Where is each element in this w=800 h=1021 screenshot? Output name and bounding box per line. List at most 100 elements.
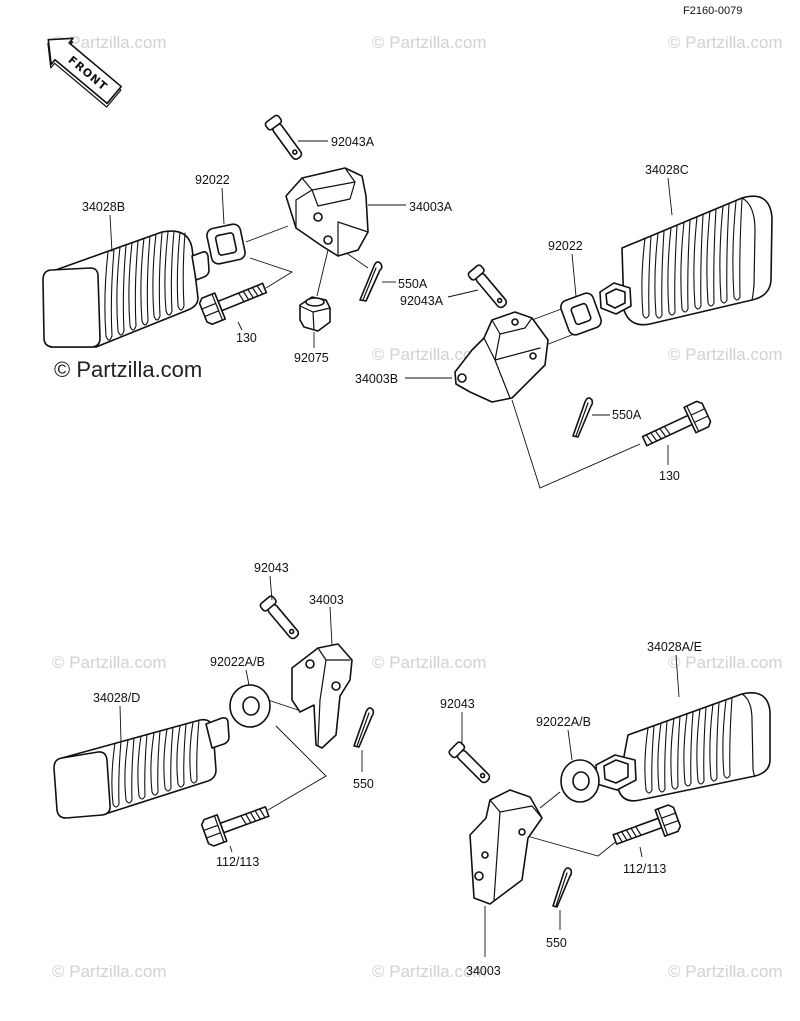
watermark: © Partzilla.com — [668, 962, 783, 981]
bracket-hole — [481, 851, 489, 859]
bolt-head-facets — [203, 815, 225, 843]
part-number-label: 34028/D — [93, 691, 140, 705]
footpeg-rib — [137, 733, 148, 800]
bracket — [291, 643, 353, 749]
pin-hole — [288, 628, 295, 635]
watermark: © Partzilla.com — [668, 653, 783, 672]
pin-shaft — [456, 749, 491, 784]
pin-shaft — [272, 123, 303, 160]
cotter-pin — [572, 397, 594, 438]
washer-inner — [214, 232, 238, 256]
footpeg-rib — [189, 719, 200, 784]
part-number-label: 92043 — [254, 561, 289, 575]
footpeg-rib — [124, 737, 135, 804]
footpeg-body — [621, 195, 773, 326]
bolt-head-facets — [657, 808, 679, 836]
footpeg-rib — [683, 711, 694, 787]
washer — [229, 684, 271, 728]
pin-head — [467, 264, 485, 281]
watermark: © Partzilla.com — [54, 357, 202, 382]
bracket-body — [454, 311, 549, 403]
part-number-label: 34003 — [309, 593, 344, 607]
pin-head — [264, 114, 283, 131]
footpeg-end-curve — [741, 197, 756, 301]
footpeg — [599, 195, 773, 326]
bracket-hole — [518, 828, 526, 836]
washer — [560, 759, 600, 803]
leader-line — [109, 214, 113, 253]
cotter-pin-split — [356, 712, 370, 747]
bracket — [454, 311, 549, 403]
bracket-hole — [313, 212, 323, 222]
diagram-code: F2160-0079 — [683, 5, 742, 17]
part-number-label: 550 — [353, 777, 374, 791]
footpeg-rib — [706, 208, 717, 307]
footpeg-body — [617, 692, 771, 802]
bracket-hole — [323, 235, 333, 245]
bracket-hole — [474, 871, 484, 881]
front-arrow-shape — [47, 37, 123, 105]
footpeg-end-curve — [741, 693, 756, 777]
part-number-label: 130 — [659, 469, 680, 483]
watermark: © Partzilla.com — [372, 33, 487, 52]
nut-facets — [299, 305, 331, 331]
leader-line — [447, 289, 479, 298]
watermarks: © Partzilla.com © Partzilla.com © Partzi… — [52, 33, 783, 981]
assembly-line — [267, 725, 327, 811]
part-number-label: 34028B — [82, 200, 125, 214]
assembly-line — [316, 249, 329, 297]
bolt-threads — [237, 285, 264, 303]
cotter-pin — [353, 707, 375, 748]
footpeg-rib — [644, 725, 655, 794]
footpeg-rib — [104, 249, 115, 341]
cotter-pin — [552, 867, 573, 908]
footpeg-end-cap — [42, 267, 101, 348]
leader-line — [269, 575, 273, 601]
bolt-threads — [240, 808, 266, 826]
part-number-label: 92022 — [548, 239, 583, 253]
watermark: © Partzilla.com — [372, 962, 487, 981]
footpeg — [595, 692, 771, 802]
leader-line — [567, 729, 573, 761]
cotter-pin-split — [362, 267, 377, 301]
clevis-pin — [259, 595, 300, 640]
lower-right-assembly: 34028A/E 92043 92022A/B 112/113 550 3400… — [440, 640, 771, 978]
bolt-threads — [616, 825, 642, 843]
bolt-threads — [645, 425, 671, 444]
bracket-slot — [311, 181, 356, 207]
bolt — [612, 804, 682, 845]
bolt — [200, 806, 270, 847]
footpeg-rib — [667, 225, 678, 316]
footpeg-rib — [722, 697, 733, 779]
assembly-line — [539, 791, 561, 809]
leader-line — [571, 253, 577, 297]
footpeg-rib — [111, 740, 122, 808]
bracket-top-face — [491, 317, 533, 335]
footpeg-rib — [128, 240, 139, 331]
watermark: © Partzilla.com — [668, 33, 783, 52]
footpeg — [42, 230, 210, 348]
footpeg-rib — [654, 230, 665, 319]
pin-head — [448, 741, 466, 759]
clevis-pin — [467, 264, 508, 309]
watermark: © Partzilla.com — [372, 653, 487, 672]
bolt-head-facets — [686, 405, 709, 433]
cotter-pin-split — [575, 402, 589, 437]
bracket-body — [469, 789, 543, 905]
bracket-hole — [331, 681, 341, 691]
watermark: © Partzilla.com — [52, 962, 167, 981]
cap-nut — [299, 296, 331, 332]
pin-hole — [292, 149, 298, 155]
bracket-edge — [483, 333, 541, 399]
part-number-label: 92043A — [400, 294, 444, 308]
part-number-label: 550 — [546, 936, 567, 950]
footpeg-rib — [693, 214, 704, 310]
bolt — [198, 282, 268, 326]
bracket-hole — [511, 318, 519, 326]
assembly-line — [526, 835, 619, 857]
part-number-label: 34028C — [645, 163, 689, 177]
bolt-head — [654, 804, 682, 837]
clevis-pin — [448, 741, 491, 784]
watermark: © Partzilla.com — [52, 33, 167, 52]
footpeg-rib — [176, 723, 187, 788]
